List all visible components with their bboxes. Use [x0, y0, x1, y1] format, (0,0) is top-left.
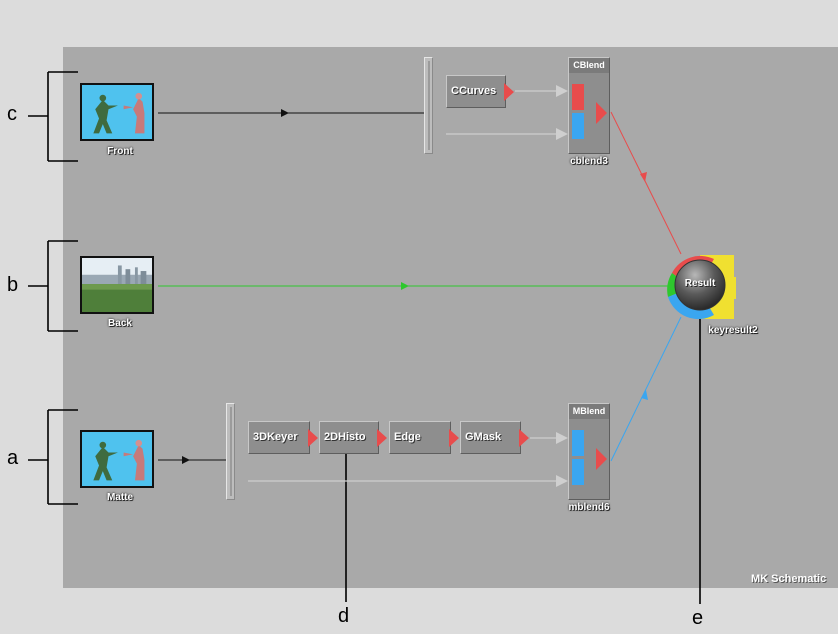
ccurves-node[interactable]: CCurves [446, 75, 514, 108]
result-ring [667, 253, 736, 320]
result-node[interactable]: Result [662, 253, 740, 320]
front-input-bar[interactable] [424, 57, 433, 154]
matte-clip-thumbnail[interactable] [80, 430, 154, 488]
histo2d-node[interactable]: 2DHisto [319, 421, 387, 454]
matte-input-bar[interactable] [226, 403, 235, 500]
back-clip-thumbnail[interactable] [80, 256, 154, 314]
gmask-label: GMask [465, 431, 502, 443]
callout-d: d [338, 605, 350, 627]
result-name: keyresult2 [708, 325, 758, 336]
result-label: Result [684, 278, 716, 289]
gmask-output-arrow[interactable] [519, 429, 529, 447]
ccurves-output-arrow[interactable] [504, 83, 514, 101]
front-clip-thumbnail[interactable] [80, 83, 154, 141]
schematic-watermark: MK Schematic [751, 573, 827, 585]
edge-node[interactable]: Edge [389, 421, 459, 454]
mblend-back-port[interactable] [572, 459, 584, 485]
back-clip-label: Back [108, 318, 132, 329]
callout-e: e [692, 607, 704, 629]
gmask-node[interactable]: GMask [460, 421, 529, 454]
cblend-output-arrow[interactable] [596, 102, 607, 124]
keyer3d-output-arrow[interactable] [308, 429, 318, 447]
cblend-back-port[interactable] [572, 113, 584, 139]
cblend-name: cblend3 [570, 156, 608, 167]
mblend-front-port[interactable] [572, 430, 584, 456]
result-sphere[interactable] [674, 259, 726, 311]
callout-a: a [7, 447, 19, 469]
front-clip-label: Front [107, 146, 133, 157]
mblend-node[interactable]: MBlend [568, 403, 610, 500]
cblend-title: CBlend [569, 58, 609, 73]
edge-output-arrow[interactable] [449, 429, 459, 447]
mblend-name: mblend6 [568, 502, 610, 513]
mblend-output-arrow[interactable] [596, 448, 607, 470]
callout-c: c [7, 103, 17, 125]
callout-b: b [7, 274, 19, 296]
keyer3d-node[interactable]: 3DKeyer [248, 421, 318, 454]
matte-clip-label: Matte [106, 492, 134, 503]
histo2d-output-arrow[interactable] [377, 429, 387, 447]
cblend-front-port[interactable] [572, 84, 584, 110]
histo2d-label: 2DHisto [324, 431, 366, 443]
mblend-title: MBlend [569, 404, 609, 419]
keyer3d-label: 3DKeyer [253, 431, 298, 443]
ccurves-label: CCurves [451, 85, 497, 97]
edge-label: Edge [394, 431, 421, 443]
cblend-node[interactable]: CBlend [568, 57, 610, 154]
